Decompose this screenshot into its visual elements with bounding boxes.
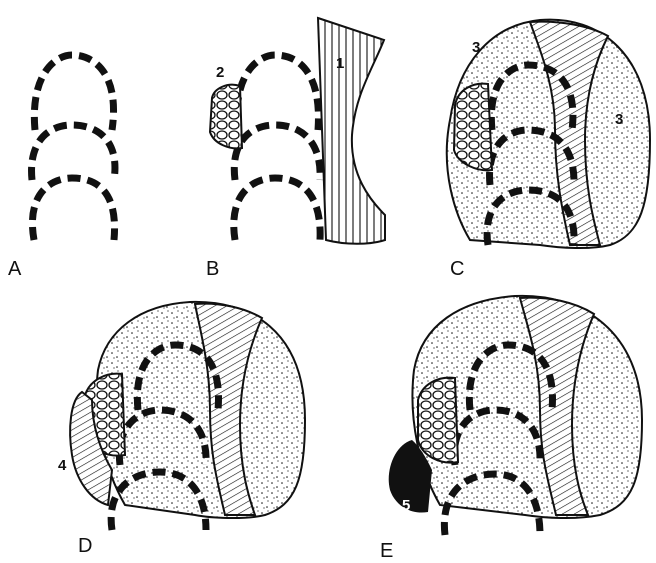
callout-1: 1 bbox=[336, 55, 344, 72]
panel-label-c: C bbox=[450, 258, 464, 280]
callout-3-right: 3 bbox=[615, 111, 623, 128]
panel-b: 2 1 B bbox=[206, 18, 385, 280]
panel-a: A bbox=[8, 55, 115, 280]
cell-cluster-2 bbox=[210, 85, 242, 149]
region-1 bbox=[318, 18, 385, 244]
callout-5: 5 bbox=[402, 497, 410, 514]
tube-segments-a bbox=[32, 55, 115, 240]
panel-label-d: D bbox=[78, 535, 92, 557]
cell-cluster-c bbox=[454, 84, 492, 171]
callout-4: 4 bbox=[58, 457, 67, 474]
cell-cluster-e bbox=[418, 378, 458, 463]
panel-label-b: B bbox=[206, 258, 219, 280]
panel-d: 4 D bbox=[58, 302, 305, 557]
panel-c: 3 3 C bbox=[447, 20, 650, 280]
panel-label-a: A bbox=[8, 258, 22, 280]
panel-label-e: E bbox=[380, 540, 393, 562]
panel-e: 5 E bbox=[380, 296, 642, 562]
callout-2: 2 bbox=[216, 64, 224, 81]
callout-3-left: 3 bbox=[472, 39, 480, 56]
tube-segments-b bbox=[234, 55, 320, 240]
